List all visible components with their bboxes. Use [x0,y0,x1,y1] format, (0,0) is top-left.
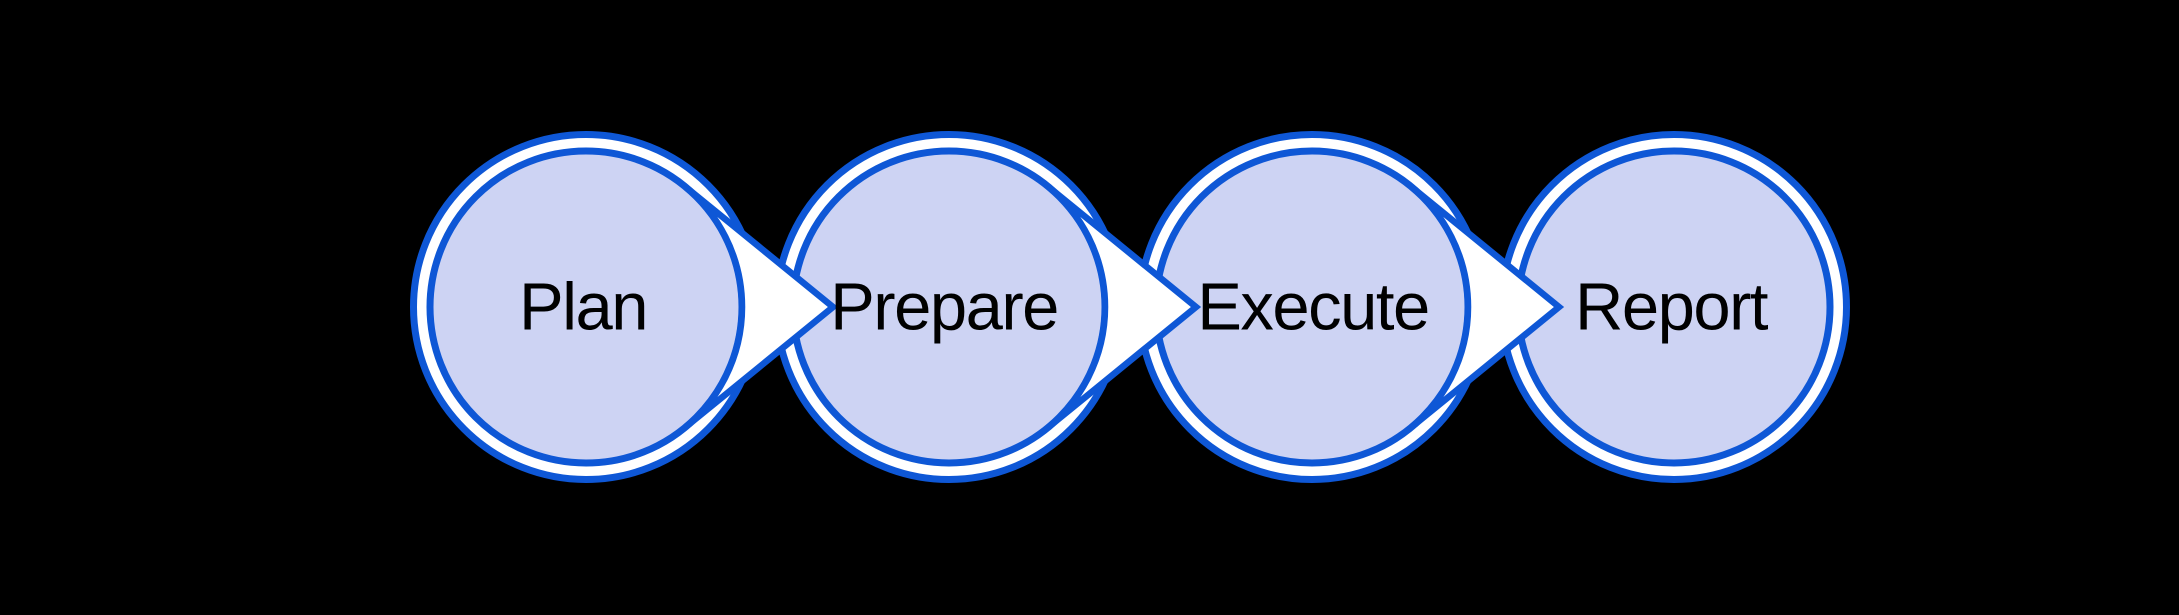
step-label-execute: Execute [1197,270,1429,345]
step-label-prepare: Prepare [830,270,1058,345]
step-label-report: Report [1575,270,1769,345]
arrow-plan-to-prepare-icon [682,183,839,431]
arrow-execute-to-report-icon [1408,183,1565,431]
arrow-prepare-to-execute-icon [1045,183,1202,431]
step-label-plan: Plan [519,270,647,345]
